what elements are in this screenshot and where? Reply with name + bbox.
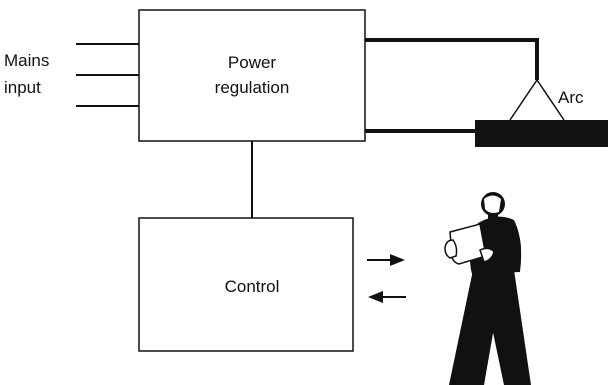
power-regulation-box <box>138 9 366 142</box>
electrode-cable <box>365 38 539 80</box>
power-regulation-label-line2: regulation <box>215 78 290 97</box>
arc-label: Arc <box>558 88 584 107</box>
control-label: Control <box>225 277 280 296</box>
mains-input-lines <box>76 43 139 107</box>
arrow-right-icon <box>367 254 405 266</box>
arrow-left-icon <box>368 291 406 303</box>
mains-label-line2: input <box>4 78 41 97</box>
control-box <box>138 217 354 352</box>
workpiece-bar <box>475 120 608 147</box>
arc-triangle <box>509 78 565 121</box>
power-regulation-label-line1: Power <box>228 53 277 72</box>
person-reading-document-icon <box>444 192 531 385</box>
mains-label-line1: Mains <box>4 51 49 70</box>
